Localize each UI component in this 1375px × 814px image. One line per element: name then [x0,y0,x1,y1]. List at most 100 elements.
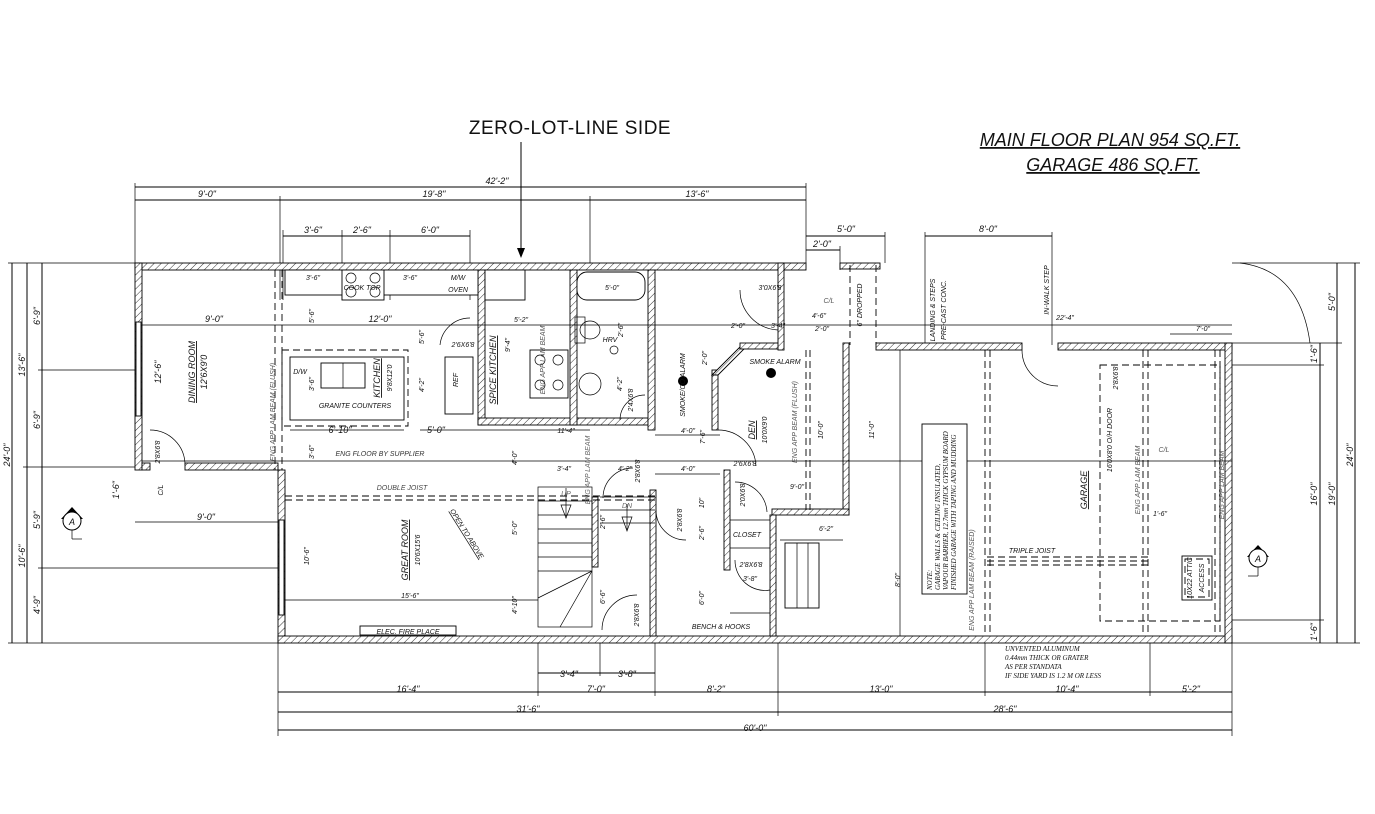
header: ZERO-LOT-LINE SIDE MAIN FLOOR PLAN 954 S… [469,118,1240,258]
dim: 2'-0" [730,323,745,330]
dim-right-overall: 24'-0" [1345,443,1355,468]
property-curve [1239,262,1311,344]
beam-label: ENG APP LAM BEAM (FLUSH) [270,363,277,461]
section-label: A [68,517,75,527]
attic-access [1181,555,1213,601]
oven-label: OVEN [448,287,469,294]
dim-right-garage: 19'-0" [1327,482,1337,506]
beam-label: ENG APP BEAM (FLUSH) [792,381,799,463]
dim: 6'-0" [699,591,706,605]
dim-right-top: 5'-0" [1327,292,1337,311]
closet-door-swing [734,481,768,513]
garage: LANDING & STEPS PRE-CAST CONC. IN-WALK S… [895,265,1232,680]
room-name: GREAT ROOM [400,519,410,580]
walls [134,262,1233,644]
dim: 9'-0" [790,484,804,491]
section-label: A [1254,554,1261,564]
svg-text:UNVENTED ALUMINUM: UNVENTED ALUMINUM [1005,645,1081,653]
open-to-above-label: OPEN TO ABOVE [448,508,484,560]
dim: 22'-4" [1055,315,1074,322]
interior-dim-lines [135,324,1232,636]
garage-note-box [921,423,968,595]
cooktop-label: COOK TOP [344,285,381,292]
dim: 4'-0" [681,466,695,473]
dim: 7'-6" [700,430,707,444]
dim: 4'-0" [681,428,695,435]
fireplace-label: ELEC. FIRE PLACE [376,629,439,636]
down-label: DN [622,503,633,510]
dim-left-c: 5'-9" [32,510,42,529]
triple-joist-label: TRIPLE JOIST [1009,548,1056,555]
cooktop [341,269,385,301]
door-size: 2'8X6'8 [739,562,763,569]
dim-bottom-d: 13'-0" [870,684,894,694]
arrow-head-icon [517,248,525,258]
dim: 2'-6" [699,526,706,541]
dim-bottom-b: 7'-0" [587,684,606,694]
den-door-swing [717,429,757,467]
precast-label: PRE-CAST CONC. [941,280,948,340]
dim-overall-length: 60'-0" [744,723,768,733]
top-dimensions: 42'-2" 9'-0" 19'-8" 13'-6" 3'-6" 2'-6" 6… [134,176,1053,345]
hrv-label: HRV [603,337,619,344]
dim: 12'-0" [369,314,393,324]
door-size: 2'8X6'8 [1113,366,1120,390]
dim: 5'-0" [512,521,519,535]
door-size: 2'6X6'8 [733,461,757,468]
door-size: 2'8X6'8 [635,459,642,483]
dim: 4'-0" [512,451,519,465]
spice-kitchen: SPICE KITCHEN 9'-4" 5'-2" ENG APP LAM BE… [488,317,575,435]
dim-stair-1: 3'-4" [560,669,579,679]
room-name: DEN [747,420,757,440]
dim-left-d: 4'-9" [32,595,42,614]
dim: 10'-6" [304,547,311,565]
dim: 4'-2" [618,466,632,473]
mud-door-swing [655,509,687,541]
front-door-swing [739,289,779,331]
dim-left-upper: 13'-6" [17,353,27,377]
door-size: 2'8X6'8 [634,603,641,627]
landing-label: LANDING & STEPS [930,278,937,341]
dim: 3'-8" [743,576,757,583]
attic-label: ACCESS [1199,563,1206,593]
bench-label: BENCH & HOOKS [692,624,751,631]
dim-overall-width: 42'-2" [486,176,510,186]
door-size: 2'8X6'8 [155,440,162,464]
spice-sink [484,269,526,301]
dim: 3'-6" [309,377,316,391]
svg-text:0.44mm THICK OR GRATER: 0.44mm THICK OR GRATER [1005,654,1089,662]
dim-bottom-a: 16'-4" [397,684,421,694]
dim: 6'-2" [819,526,833,533]
beam-label: ENG APP LAM BEAM [1219,450,1226,519]
bathroom: 5'-0" HRV 2'-6" 4'-2" 2'4X6'8 [603,285,635,412]
attic-label: 10X22 ATTIC [1187,556,1194,599]
svg-text:VAPOUR BARRIER, 12.7mm THICK G: VAPOUR BARRIER, 12.7mm THICK GYPSUM BOAR… [942,431,950,590]
room-size: 12'6X9'0 [199,355,209,389]
dim-entry-width: 5'-0" [837,224,856,234]
room-name: SPICE KITCHEN [488,335,498,405]
section-marker-left: A [61,507,83,540]
dim: 3'-4" [771,323,785,330]
door-size: 2'0X6'8 [740,483,747,507]
dim: 5'-6" [309,309,316,323]
dim: 3'-6" [306,275,320,282]
dim: 6'-10" [329,425,353,435]
dim: 2'-6" [618,323,625,338]
room-size: 10'6X15'6 [415,535,422,566]
bath-sink [578,372,602,396]
soffit-note: UNVENTED ALUMINUM 0.44mm THICK OR GRATER… [1004,645,1101,680]
dim: 1'-6" [111,480,121,499]
centerline: C/L [1159,447,1170,454]
bath-door-swing [619,394,646,421]
dim: 3'-4" [557,466,571,473]
kitchen: 3'-6" COOK TOP 3'-6" M/W OVEN 12'-0" 5'-… [270,275,475,461]
dim-bottom-c: 8'-2" [707,684,726,694]
dim: 5'-2" [514,317,528,324]
double-joist-label: DOUBLE JOIST [377,485,428,492]
storage-door-swing [601,594,638,631]
zero-lot-line-label: ZERO-LOT-LINE SIDE [469,118,671,139]
dishwasher-label: D/W [293,369,308,376]
room-name: GARAGE [1079,470,1089,510]
dim: 4'-2" [617,377,624,391]
